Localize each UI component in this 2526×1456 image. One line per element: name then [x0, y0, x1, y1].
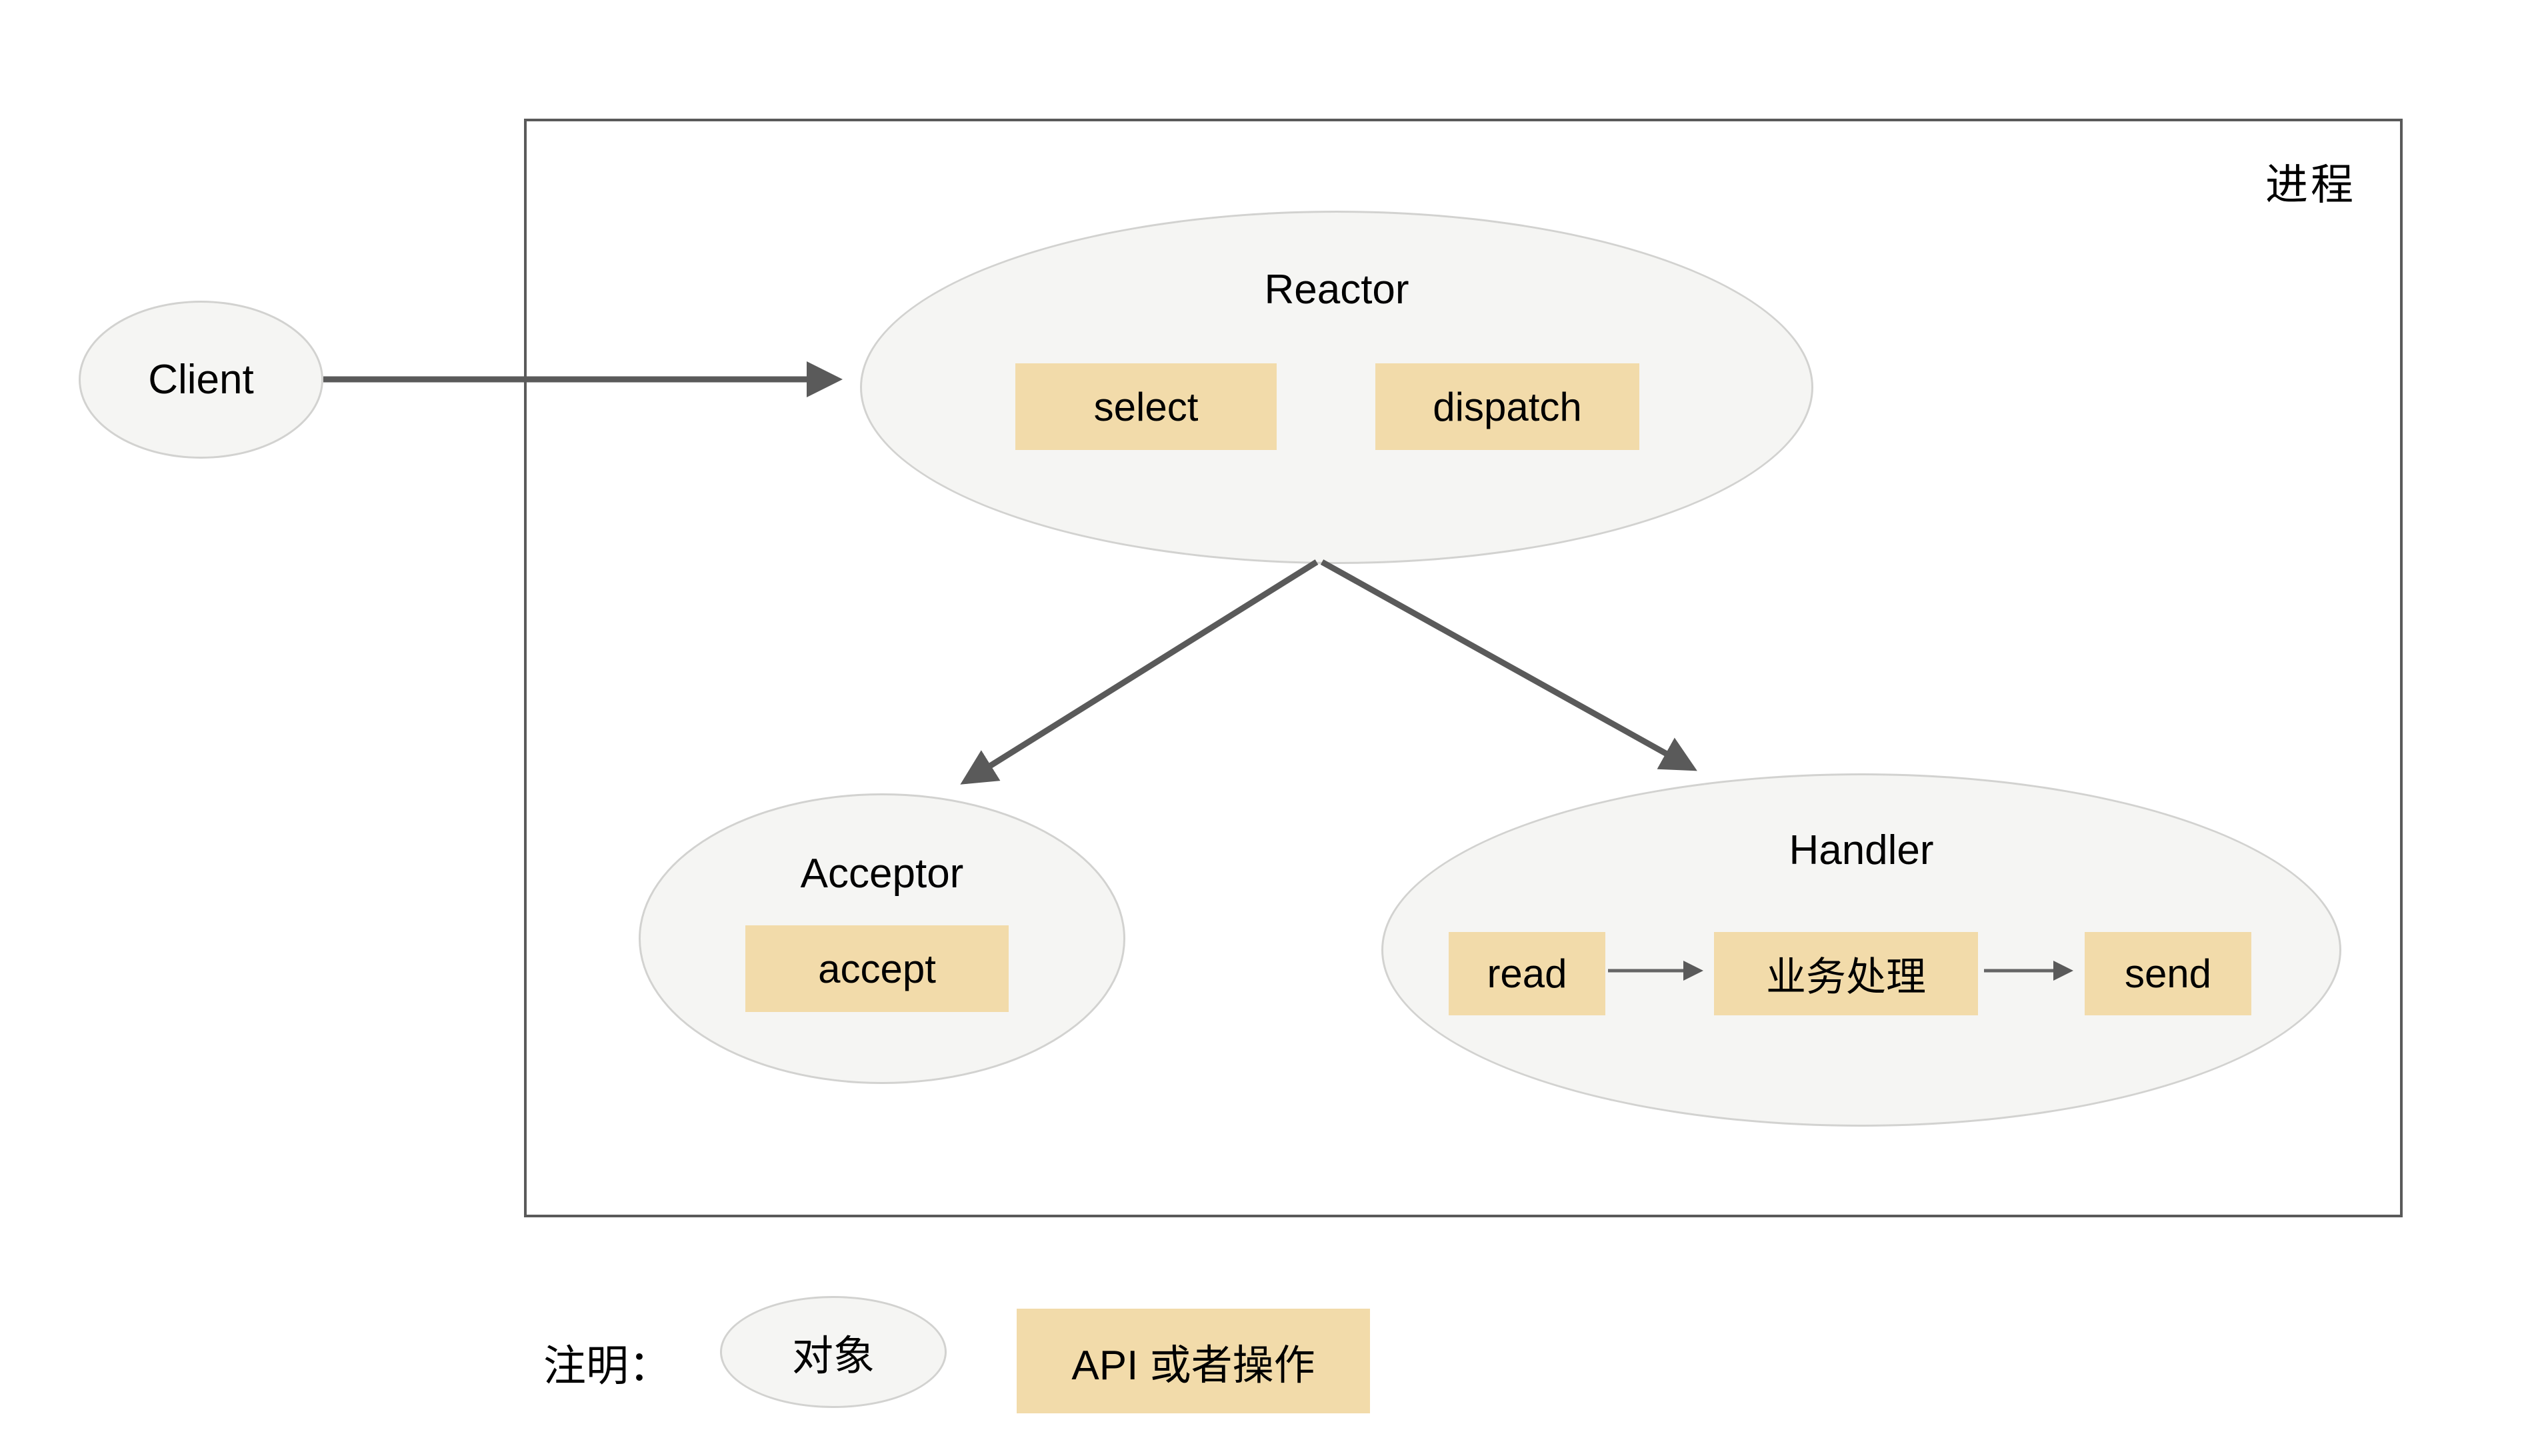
legend-object-sample: 对象 [720, 1296, 947, 1408]
legend-api-sample: API 或者操作 [1017, 1309, 1370, 1413]
node-acceptor: Acceptor accept [639, 793, 1125, 1084]
node-reactor: Reactor select dispatch [860, 211, 1813, 564]
acceptor-label: Acceptor [800, 851, 964, 897]
op-select: select [1015, 363, 1277, 450]
process-label: 进程 [2265, 161, 2356, 209]
op-business-process: 业务处理 [1714, 932, 1978, 1015]
op-dispatch: dispatch [1375, 363, 1639, 450]
legend-caption: 注明： [543, 1342, 671, 1390]
legend-object-label: 对象 [791, 1333, 875, 1379]
op-send: send [2085, 932, 2251, 1015]
handler-label: Handler [1789, 827, 1934, 873]
reactor-label: Reactor [1264, 267, 1409, 313]
node-handler: Handler read 业务处理 send [1381, 773, 2341, 1127]
client-label: Client [148, 357, 254, 403]
node-client: Client [79, 301, 323, 459]
op-accept: accept [745, 925, 1009, 1012]
op-read: read [1449, 932, 1605, 1015]
legend-api-label: API 或者操作 [1071, 1342, 1315, 1389]
